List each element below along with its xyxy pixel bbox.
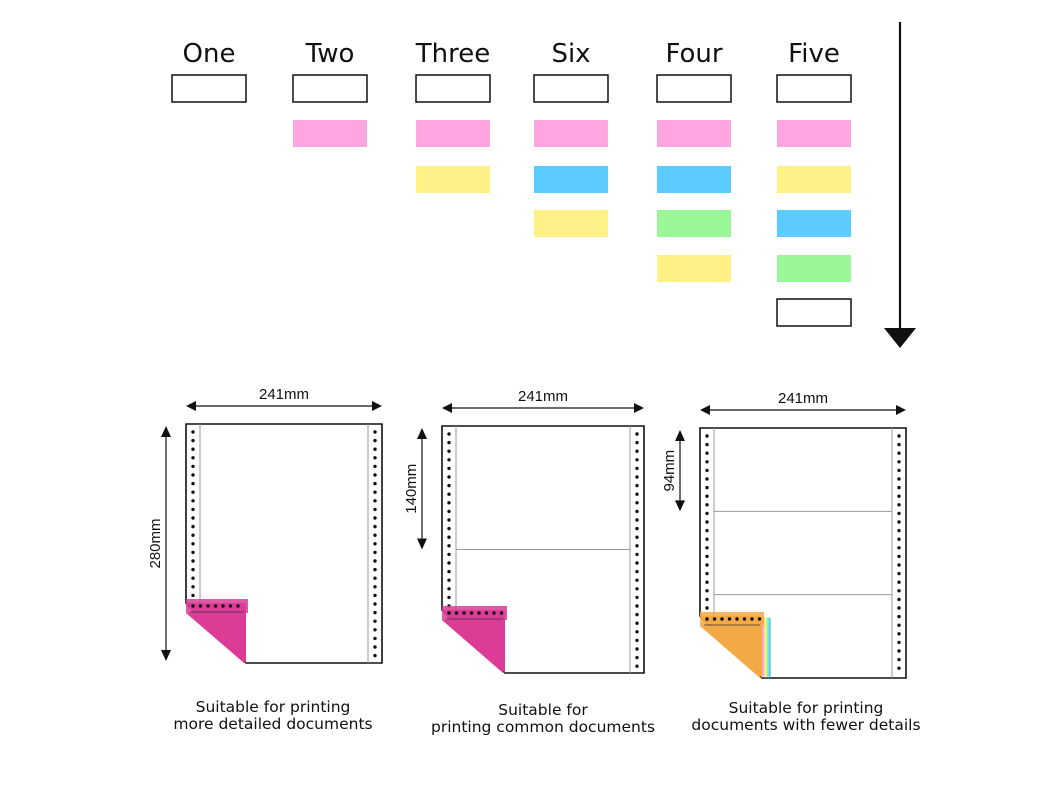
ply-layer-white	[776, 298, 852, 327]
ply-column-two: Two	[292, 39, 368, 147]
ply-layer-green	[777, 255, 851, 282]
ply-layer-pink	[534, 120, 608, 147]
tractor-feed-holes	[447, 432, 639, 668]
ply-column-label: One	[183, 39, 236, 69]
ply-layer-pink	[293, 120, 367, 147]
caption-line: Suitable for	[498, 701, 588, 719]
ply-column-label: Six	[551, 39, 590, 69]
ply-layer-yellow	[534, 210, 608, 237]
ply-layer-white	[656, 74, 732, 103]
width-dimension-label: 241mm	[518, 388, 568, 405]
height-dimension-label: 280mm	[147, 518, 164, 568]
folded-corner-ply-layers	[442, 606, 507, 673]
ply-layer-blue	[657, 166, 731, 193]
caption-line: documents with fewer details	[691, 716, 920, 734]
ply-layer-pink	[416, 120, 490, 147]
ply-layer-pink	[777, 120, 851, 147]
ply-column-four: Four	[656, 39, 732, 282]
height-dimension-label: 94mm	[661, 450, 678, 492]
ply-layer-pink	[657, 120, 731, 147]
ply-layer-blue	[777, 210, 851, 237]
ply-column-label: Four	[665, 39, 722, 69]
ply-layer-white	[415, 74, 491, 103]
ply-layer-green	[657, 210, 731, 237]
tractor-feed-holes	[705, 434, 901, 670]
ply-column-five: Five	[776, 39, 852, 327]
folded-corner-ply-layers	[186, 599, 248, 663]
height-dimension-label: 140mm	[403, 464, 420, 514]
ply-layer-white	[776, 74, 852, 103]
ply-column-three: Three	[415, 39, 491, 193]
tractor-feed-holes	[191, 430, 377, 658]
ply-column-label: Five	[788, 39, 840, 69]
width-dimension-label: 241mm	[259, 386, 309, 403]
downward-arrow	[884, 22, 916, 348]
ply-layer-white	[292, 74, 368, 103]
ply-layer-chart: One Two Three Six Four Five	[171, 22, 916, 348]
ply-column-one: One	[171, 39, 247, 103]
ply-layer-yellow	[416, 166, 490, 193]
caption-line: more detailed documents	[173, 715, 372, 733]
ply-column-label: Two	[305, 39, 355, 69]
caption-line: Suitable for printing	[729, 699, 884, 717]
folded-corner-ply-layers	[700, 612, 771, 678]
ply-layer-yellow	[777, 166, 851, 193]
caption-line: printing common documents	[431, 718, 655, 736]
ply-column-label: Three	[415, 39, 490, 69]
ply-column-six: Six	[533, 39, 609, 237]
ply-layer-yellow	[657, 255, 731, 282]
ply-layer-white	[171, 74, 247, 103]
ply-layer-blue	[534, 166, 608, 193]
width-dimension-label: 241mm	[778, 390, 828, 407]
ply-layer-white	[533, 74, 609, 103]
caption-line: Suitable for printing	[196, 698, 351, 716]
